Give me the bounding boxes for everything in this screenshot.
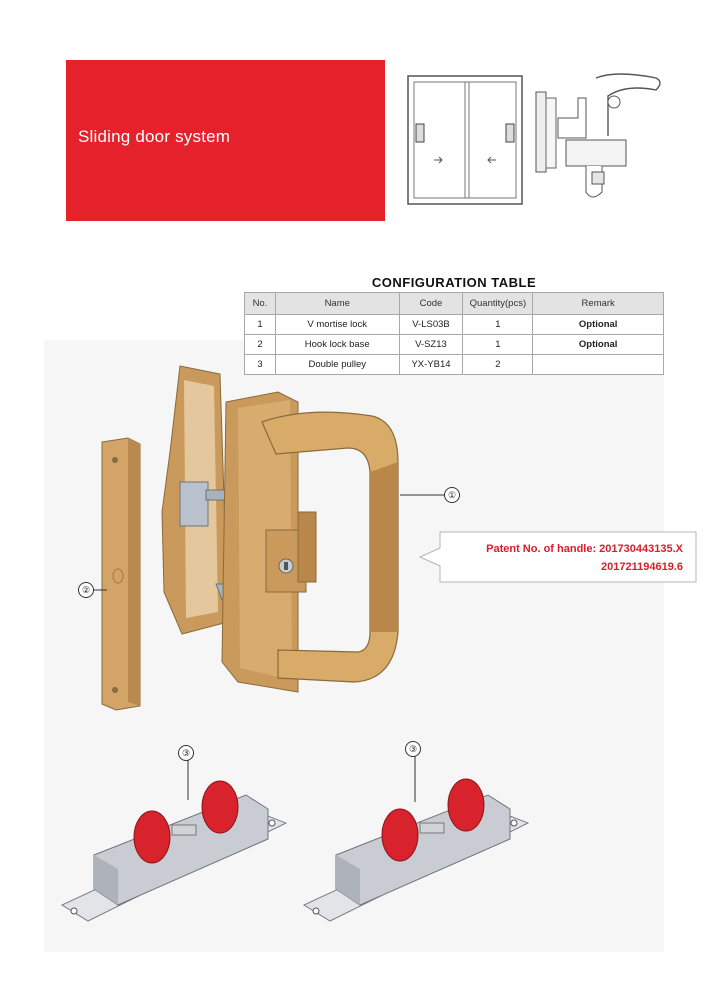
table-cell: 1: [462, 334, 534, 355]
callout-two-leader: [93, 589, 107, 591]
callout-three-right-leader: [414, 756, 416, 802]
callout-one-leader: [400, 494, 446, 496]
table-cell: V-SZ13: [398, 334, 464, 355]
double-pulley-right-illustration: [302, 778, 530, 922]
table-row: 3 Double pulley YX-YB14 2: [244, 354, 664, 375]
table-cell: Double pulley: [274, 354, 400, 375]
callout-three-left: ③: [178, 745, 194, 761]
callout-two: ②: [78, 582, 94, 598]
column-header: Remark: [532, 292, 664, 315]
table-cell: [532, 354, 664, 375]
patent-callout-box: [418, 531, 697, 583]
column-header: No.: [244, 292, 276, 315]
column-header: Name: [274, 292, 400, 315]
table-row: 1 V mortise lock V-LS03B 1 Optional: [244, 314, 664, 335]
table-cell: 2: [244, 334, 276, 355]
callout-one: ①: [444, 487, 460, 503]
title-banner: Sliding door system: [66, 60, 385, 221]
table-row: 2 Hook lock base V-SZ13 1 Optional: [244, 334, 664, 355]
table-cell: 1: [462, 314, 534, 335]
table-cell: Optional: [532, 334, 664, 355]
sliding-door-diagram: [407, 73, 661, 205]
patent-line-two: 201721194619.6: [601, 561, 683, 573]
banner-title: Sliding door system: [78, 127, 231, 146]
callout-three-left-leader: [187, 760, 189, 800]
table-cell: 3: [244, 354, 276, 375]
handle-lock-illustration: [161, 365, 399, 693]
double-pulley-left-illustration: [60, 780, 288, 922]
configuration-table-title: CONFIGURATION TABLE: [371, 275, 537, 290]
patent-line-one: Patent No. of handle: 201730443135.X: [486, 543, 683, 555]
hook-lock-base-illustration: [101, 437, 141, 711]
configuration-table: No. Name Code Quantity(pcs) Remark 1 V m…: [244, 292, 664, 375]
table-cell: YX-YB14: [398, 354, 464, 375]
table-cell: 2: [462, 354, 534, 375]
table-cell: 1: [244, 314, 276, 335]
callout-three-right: ③: [405, 741, 421, 757]
table-cell: V-LS03B: [398, 314, 464, 335]
table-cell: Hook lock base: [274, 334, 400, 355]
table-header-row: No. Name Code Quantity(pcs) Remark: [244, 292, 664, 315]
table-cell: Optional: [532, 314, 664, 335]
column-header: Quantity(pcs): [462, 292, 534, 315]
table-cell: V mortise lock: [274, 314, 400, 335]
column-header: Code: [398, 292, 464, 315]
